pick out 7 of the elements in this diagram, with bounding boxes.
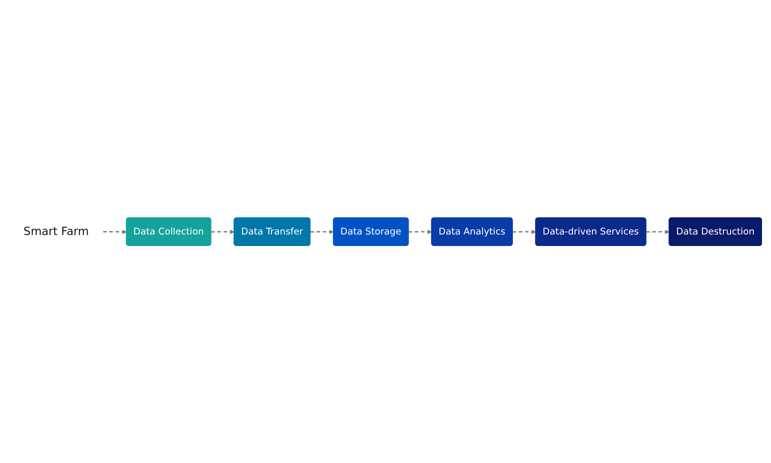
- arrow: [103, 229, 127, 234]
- node-text: Smart Farm: [24, 225, 89, 238]
- arrow: [211, 229, 234, 234]
- arrow: [310, 229, 334, 234]
- arrow: [408, 229, 432, 234]
- arrow: [512, 229, 536, 234]
- arrow: [646, 229, 670, 234]
